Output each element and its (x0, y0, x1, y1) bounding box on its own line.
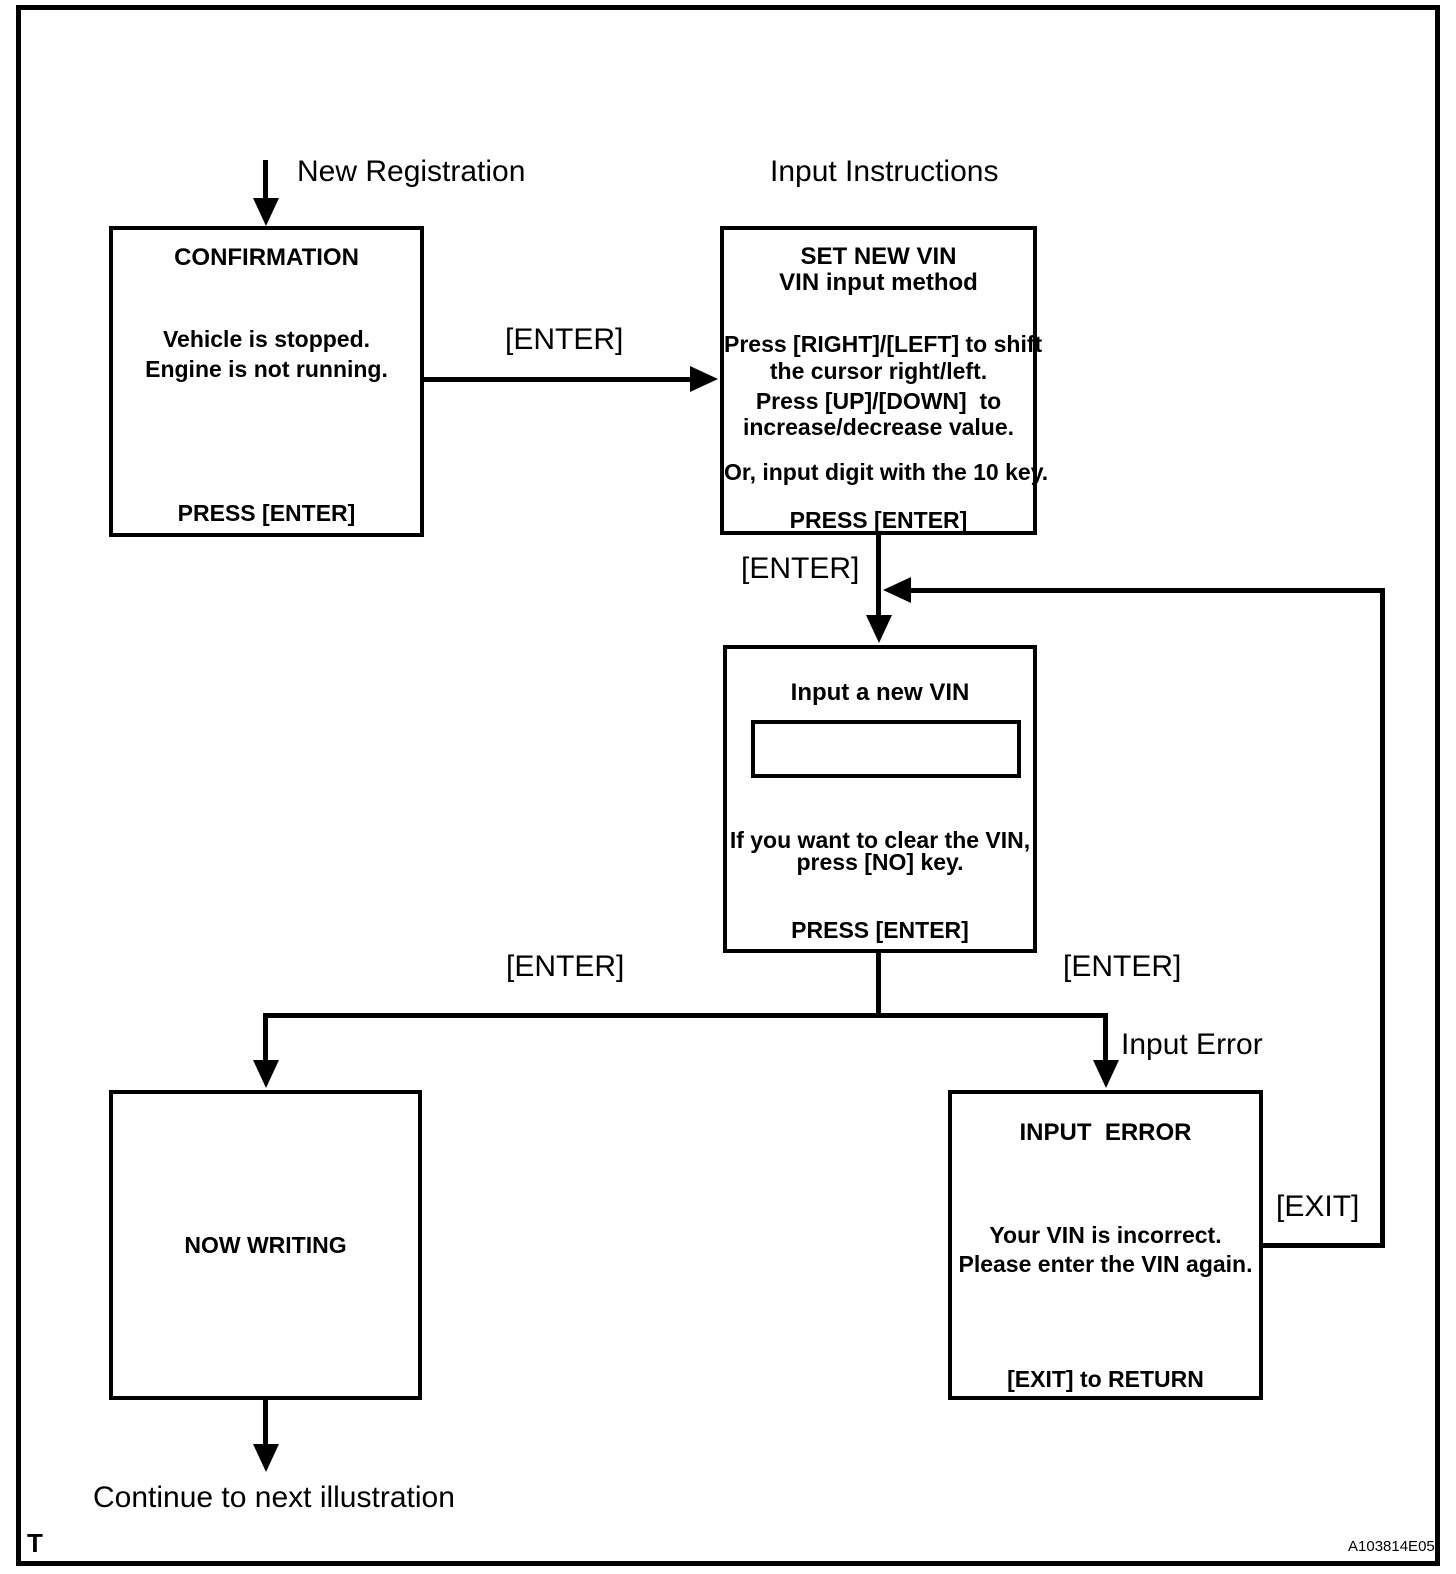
label-exit: [EXIT] (1276, 1190, 1360, 1223)
setvin-footer: PRESS [ENTER] (789, 507, 968, 533)
confirmation-line1: Vehicle is stopped. (162, 326, 371, 352)
label-figure-id: A103814E05 (1348, 1538, 1435, 1555)
arrow-confirm-to-setvin-line (424, 377, 692, 382)
label-input-error: Input Error (1121, 1028, 1263, 1061)
confirmation-title: CONFIRMATION (174, 244, 359, 271)
arrow-continue-head (253, 1444, 279, 1472)
inputerror-footer: [EXIT] to RETURN (1007, 1366, 1204, 1392)
return-path-top-line (911, 588, 1385, 593)
arrow-setvin-to-input-line (876, 533, 881, 617)
vin-input-field (751, 720, 1021, 778)
arrow-continue-line (263, 1400, 268, 1446)
inputvin-footer: PRESS [ENTER] (791, 917, 969, 943)
label-corner-t: T (27, 1528, 43, 1558)
arrow-confirm-to-setvin-head (690, 366, 718, 392)
return-path-bottom-line (1263, 1243, 1383, 1248)
inputvin-line1: If you want to clear the VIN, (729, 827, 1031, 853)
label-enter-branch-left: [ENTER] (506, 950, 625, 983)
inputerror-line1: Your VIN is incorrect. (989, 1222, 1222, 1248)
confirmation-line2: Engine is not running. (145, 356, 388, 382)
setvin-line5: Or, input digit with the 10 key. (724, 459, 1049, 485)
box-input-error: INPUT ERROR Your VIN is incorrect. Pleas… (948, 1090, 1263, 1400)
nowwriting-title: NOW WRITING (184, 1231, 347, 1258)
label-input-instructions: Input Instructions (770, 155, 999, 188)
confirmation-footer: PRESS [ENTER] (177, 500, 356, 526)
label-enter-1: [ENTER] (505, 323, 624, 356)
setvin-line3: Press [UP]/[DOWN] to (755, 388, 1002, 414)
box-confirmation: CONFIRMATION Vehicle is stopped. Engine … (109, 226, 424, 537)
page-border (16, 5, 1440, 1566)
branch-right-head (1093, 1060, 1119, 1088)
inputvin-line2: press [NO] key. (796, 849, 964, 875)
inputerror-title: INPUT ERROR (1019, 1119, 1192, 1146)
setvin-line2: the cursor right/left. (769, 358, 988, 384)
return-path-head (883, 577, 911, 603)
box-set-new-vin: SET NEW VIN VIN input method Press [RIGH… (720, 226, 1049, 535)
label-enter-branch-right: [ENTER] (1063, 950, 1182, 983)
label-new-registration: New Registration (297, 155, 526, 188)
branch-stem-line (876, 953, 881, 1018)
label-continue-next: Continue to next illustration (93, 1481, 455, 1514)
inputerror-line2: Please enter the VIN again. (958, 1251, 1253, 1277)
box-input-new-vin: Input a new VIN If you want to clear the… (723, 645, 1037, 953)
setvin-line1: Press [RIGHT]/[LEFT] to shift (724, 331, 1043, 357)
setvin-line4: increase/decrease value. (742, 414, 1015, 440)
inputvin-title: Input a new VIN (790, 679, 970, 706)
setvin-title1: SET NEW VIN (800, 243, 957, 270)
branch-right-line (1103, 1013, 1108, 1062)
box-now-writing: NOW WRITING (109, 1090, 422, 1400)
branch-left-head (253, 1060, 279, 1088)
setvin-title2: VIN input method (779, 269, 978, 296)
return-path-vertical-line (1380, 588, 1385, 1248)
arrow-setvin-to-input-head (866, 615, 892, 643)
branch-horizontal-line (263, 1013, 1108, 1018)
arrow-entry-line (263, 160, 268, 202)
arrow-entry-head (253, 198, 279, 226)
label-enter-2: [ENTER] (741, 552, 860, 585)
branch-left-line (263, 1013, 268, 1062)
